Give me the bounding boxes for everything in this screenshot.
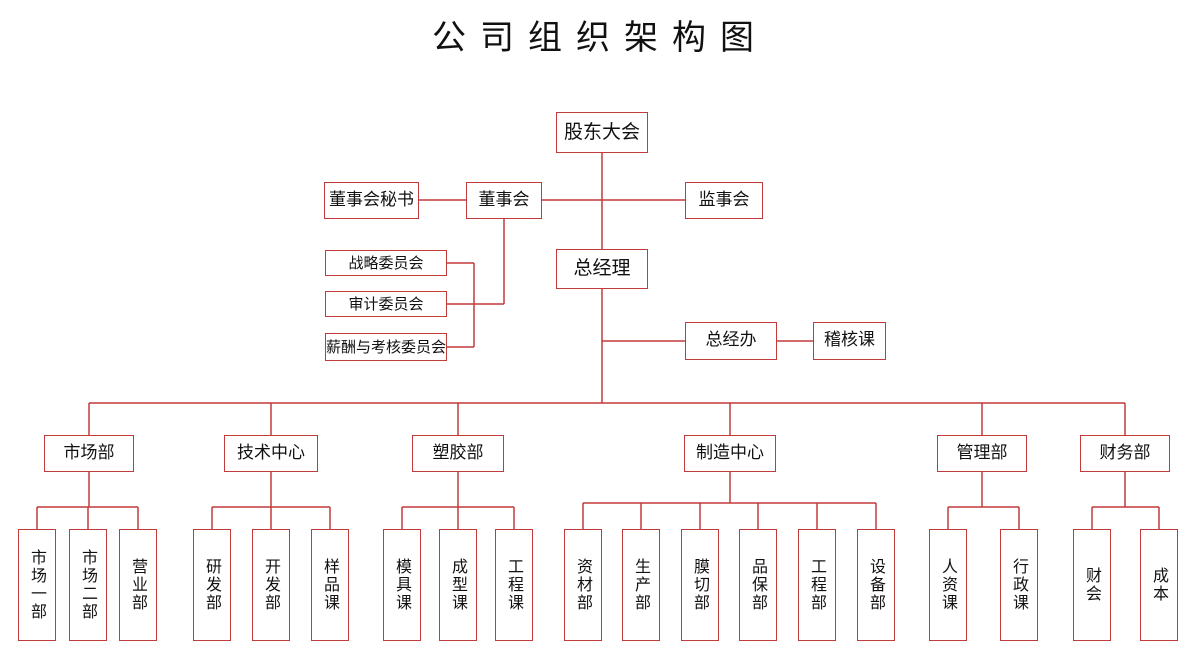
node-sub-finance-1: 财会 [1073,529,1111,641]
node-sub-admin-2: 行政课 [1000,529,1038,641]
node-sub-admin-1: 人资课 [929,529,967,641]
node-sub-mfg-4: 品保部 [739,529,777,641]
node-strategy-committee: 战略委员会 [325,250,447,276]
node-sub-market-1: 市场一部 [18,529,56,641]
node-compensation-committee: 薪酬与考核委员会 [325,333,447,361]
node-sub-market-3: 营业部 [119,529,157,641]
node-shareholders: 股东大会 [556,112,648,153]
node-sub-tech-1: 研发部 [193,529,231,641]
node-sub-mfg-5: 工程部 [798,529,836,641]
node-sub-mfg-2: 生产部 [622,529,660,641]
node-gm-office: 总经办 [685,322,777,360]
node-audit-committee: 审计委员会 [325,291,447,317]
node-dept-plastic: 塑胶部 [412,435,504,472]
node-dept-market: 市场部 [44,435,134,472]
node-dept-finance: 财务部 [1080,435,1170,472]
node-sub-mfg-3: 膜切部 [681,529,719,641]
node-sub-tech-3: 样品课 [311,529,349,641]
node-sub-market-2: 市场二部 [69,529,107,641]
node-dept-mfg: 制造中心 [684,435,776,472]
node-sub-plastic-1: 模具课 [383,529,421,641]
node-board-secretary: 董事会秘书 [324,182,419,219]
node-sub-tech-2: 开发部 [252,529,290,641]
chart-title: 公司组织架构图 [432,18,768,58]
node-audit-section: 稽核课 [813,322,886,360]
node-sub-finance-2: 成本 [1140,529,1178,641]
node-sub-plastic-3: 工程课 [495,529,533,641]
node-sub-mfg-1: 资材部 [564,529,602,641]
node-sub-mfg-6: 设备部 [857,529,895,641]
node-supervisors: 监事会 [685,182,763,219]
node-dept-admin: 管理部 [937,435,1027,472]
node-dept-tech: 技术中心 [224,435,318,472]
node-board: 董事会 [466,182,542,219]
node-general-manager: 总经理 [556,249,648,289]
node-sub-plastic-2: 成型课 [439,529,477,641]
